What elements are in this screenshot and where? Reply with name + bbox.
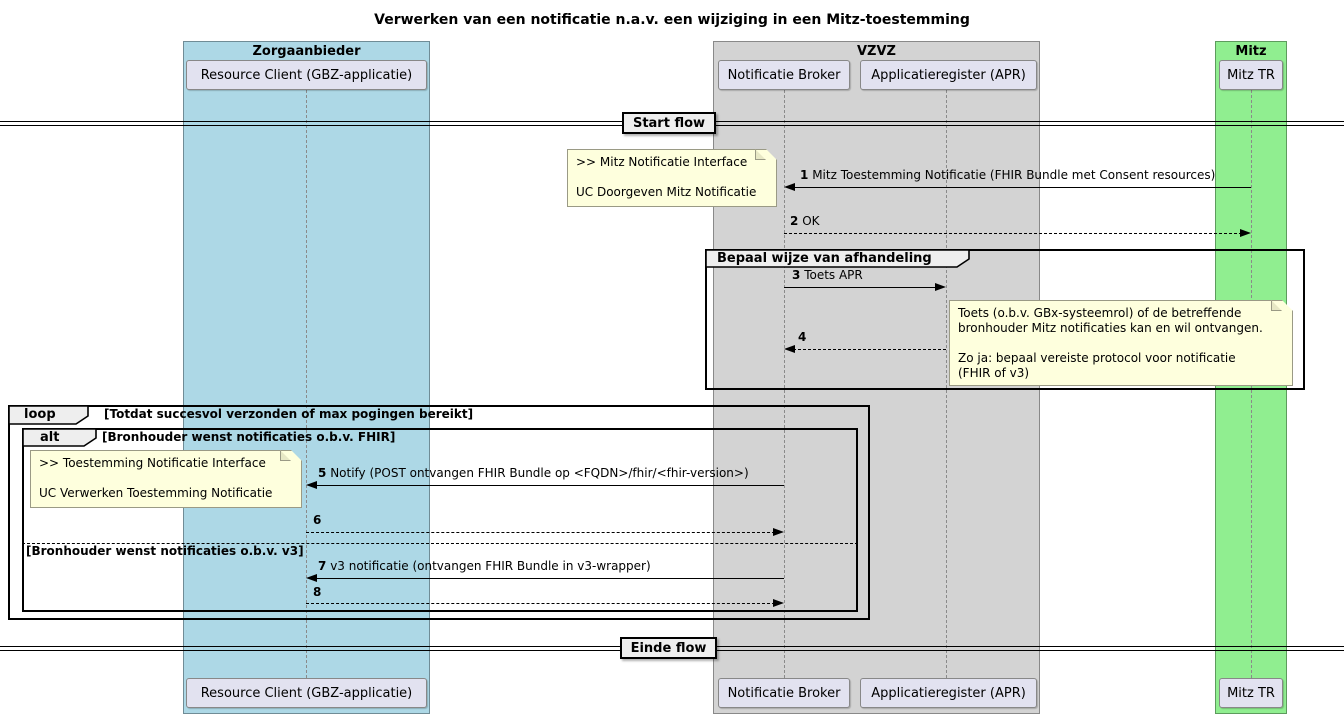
- group-loop-box: [8, 405, 870, 620]
- message-2-label: 2 OK: [790, 214, 820, 228]
- group-loop-keyword: loop: [24, 407, 56, 422]
- note-text: UC Verwerken Toestemming Notificatie: [39, 486, 273, 500]
- message-4-line: [793, 349, 946, 350]
- message-2-line: [784, 233, 1242, 234]
- message-7-line: [315, 578, 784, 579]
- group-bepaal-label: Bepaal wijze van afhandeling: [717, 251, 932, 266]
- group-loop-tab: [8, 405, 89, 425]
- message-1-arrowhead-icon: [784, 183, 795, 191]
- participant-notificatie-broker-top: Notificatie Broker: [718, 60, 850, 90]
- group-bepaal-tab: [705, 249, 970, 268]
- message-3-label: 3 Toets APR: [792, 268, 863, 282]
- message-5-arrowhead-icon: [306, 481, 317, 489]
- message-3-arrowhead-icon: [935, 283, 946, 291]
- message-2-arrowhead-icon: [1240, 229, 1251, 237]
- group-loop-condition: [Totdat succesvol verzonden of max pogin…: [104, 407, 474, 421]
- lifeline-resource-client: [306, 90, 307, 678]
- message-8-line: [306, 603, 775, 604]
- note-text: >> Toestemming Notificatie Interface: [39, 456, 266, 470]
- note-text: Zo ja: bepaal vereiste protocol voor not…: [958, 351, 1236, 365]
- lane-label-mitz: Mitz: [1235, 44, 1267, 59]
- message-5-label: 5 Notify (POST ontvangen FHIR Bundle op …: [318, 466, 749, 480]
- note-mitz-notificatie-interface: >> Mitz Notificatie Interface UC Doorgev…: [567, 149, 777, 207]
- note-text: (FHIR of v3): [958, 366, 1030, 380]
- participant-mitz-tr-bottom: Mitz TR: [1219, 678, 1283, 708]
- message-4-arrowhead-icon: [784, 345, 795, 353]
- group-alt-tab: [22, 428, 97, 447]
- message-3-line: [784, 287, 937, 288]
- lane-label-vzvz: VZVZ: [857, 44, 896, 59]
- group-alt-box: [22, 428, 858, 612]
- group-bepaal-box: [705, 249, 1305, 390]
- message-8-label: 8: [313, 585, 322, 599]
- group-alt-condition: [Bronhouder wenst notificaties o.b.v. FH…: [102, 430, 396, 444]
- note-text: [958, 336, 1284, 351]
- diagram-title: Verwerken van een notificatie n.a.v. een…: [374, 12, 970, 28]
- lifeline-notificatie-broker: [784, 90, 785, 678]
- note-fold-icon: [1271, 300, 1282, 311]
- note-text: >> Mitz Notificatie Interface: [576, 155, 748, 169]
- participant-resource-client-bottom: Resource Client (GBZ-applicatie): [186, 678, 427, 708]
- note-fold-icon: [755, 149, 766, 160]
- note-text: Toets (o.b.v. GBx-systeemrol) of de betr…: [958, 306, 1242, 320]
- group-alt-keyword: alt: [40, 430, 60, 445]
- participant-applicatieregister-top: Applicatieregister (APR): [860, 60, 1037, 90]
- note-toets-apr: Toets (o.b.v. GBx-systeemrol) of de betr…: [949, 300, 1293, 386]
- note-fold-icon: [280, 450, 291, 461]
- divider-einde-label: Einde flow: [620, 637, 717, 659]
- divider-start-label: Start flow: [622, 112, 716, 134]
- participant-resource-client-top: Resource Client (GBZ-applicatie): [186, 60, 427, 90]
- message-8-arrowhead-icon: [773, 599, 784, 607]
- note-text: bronhouder Mitz notificaties kan en wil …: [958, 321, 1263, 335]
- lane-label-zorgaanbieder: Zorgaanbieder: [252, 44, 361, 59]
- message-5-line: [315, 485, 784, 486]
- participant-applicatieregister-bottom: Applicatieregister (APR): [860, 678, 1037, 708]
- note-toestemming-notificatie-interface: >> Toestemming Notificatie Interface UC …: [30, 450, 302, 508]
- message-4-label: 4: [798, 330, 807, 344]
- participant-notificatie-broker-bottom: Notificatie Broker: [718, 678, 850, 708]
- message-7-label: 7 v3 notificatie (ontvangen FHIR Bundle …: [318, 559, 651, 573]
- message-6-label: 6: [313, 513, 322, 527]
- message-1-line: [788, 187, 1251, 188]
- group-alt-else-condition: [Bronhouder wenst notificaties o.b.v. v3…: [26, 544, 304, 558]
- participant-mitz-tr-top: Mitz TR: [1219, 60, 1283, 90]
- message-7-arrowhead-icon: [306, 574, 317, 582]
- lifeline-applicatieregister: [946, 90, 947, 678]
- message-1-label: 1 Mitz Toestemming Notificatie (FHIR Bun…: [800, 168, 1216, 182]
- note-text: UC Doorgeven Mitz Notificatie: [576, 185, 757, 199]
- message-6-line: [306, 532, 775, 533]
- group-alt-else-divider: [22, 543, 858, 544]
- message-6-arrowhead-icon: [773, 528, 784, 536]
